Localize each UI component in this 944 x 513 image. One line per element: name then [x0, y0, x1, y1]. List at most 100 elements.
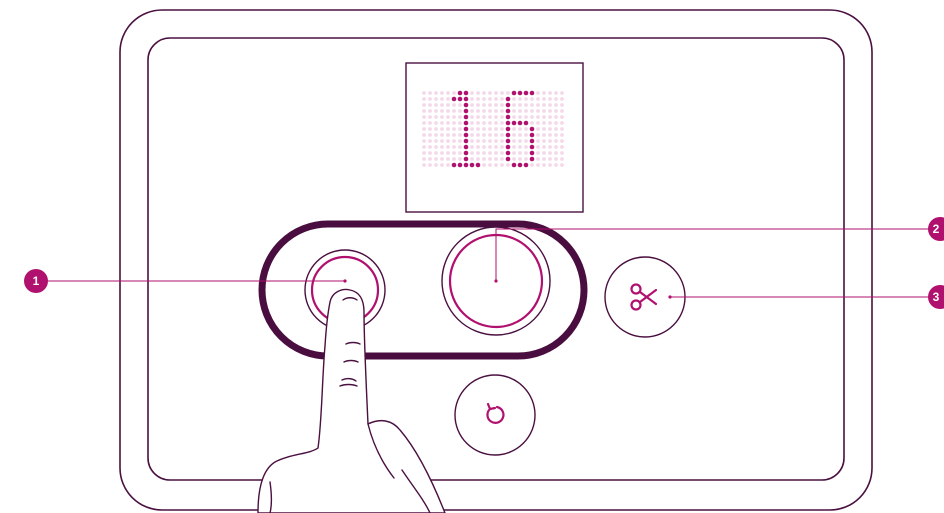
- display-dot: [428, 145, 432, 149]
- display-dot-lit: [524, 163, 529, 168]
- display-dot: [542, 133, 546, 137]
- display-dot: [440, 151, 444, 155]
- display-dot-lit: [506, 115, 511, 120]
- display-dot-lit: [530, 127, 535, 132]
- reset-button[interactable]: [455, 375, 535, 455]
- display-dot-lit: [464, 139, 469, 144]
- display-dot: [500, 97, 504, 101]
- display-dot: [500, 103, 504, 107]
- display-dot: [422, 139, 426, 143]
- display-dot: [452, 151, 456, 155]
- display-dot-lit: [512, 163, 517, 168]
- display-dot: [422, 157, 426, 161]
- display-dot: [488, 139, 492, 143]
- display-dot: [452, 109, 456, 113]
- display-dot: [500, 139, 504, 143]
- display-dot: [494, 151, 498, 155]
- display-dot: [518, 127, 522, 131]
- display-dot: [440, 109, 444, 113]
- display-dot-lit: [506, 157, 511, 162]
- display-dot: [482, 145, 486, 149]
- display-dot: [512, 97, 516, 101]
- display-dot: [488, 151, 492, 155]
- display-dot: [452, 103, 456, 107]
- display-dot: [440, 163, 444, 167]
- display-dot: [428, 97, 432, 101]
- display-dot: [428, 121, 432, 125]
- display-dot: [452, 91, 456, 95]
- display-dot: [512, 133, 516, 137]
- display-dot: [446, 115, 450, 119]
- display-dot: [560, 145, 564, 149]
- display-dot: [482, 109, 486, 113]
- display-dot: [512, 145, 516, 149]
- display-dot-lit: [464, 109, 469, 114]
- display-dot-lit: [464, 97, 469, 102]
- display-dot: [434, 163, 438, 167]
- display-dot: [458, 151, 462, 155]
- display-dot: [482, 115, 486, 119]
- display-dot-lit: [464, 127, 469, 132]
- display-dot: [548, 91, 552, 95]
- display-dot: [512, 103, 516, 107]
- display-dot-lit: [464, 145, 469, 150]
- display-dot: [524, 115, 528, 119]
- display-dot: [452, 133, 456, 137]
- display-dot: [500, 157, 504, 161]
- display-dot: [470, 145, 474, 149]
- display-dot-lit: [506, 121, 511, 126]
- display-dot: [548, 157, 552, 161]
- display-dot: [542, 157, 546, 161]
- display-dot: [512, 115, 516, 119]
- display-dot: [434, 145, 438, 149]
- display-dot: [536, 109, 540, 113]
- display-dot: [476, 157, 480, 161]
- display-dot-lit: [464, 151, 469, 156]
- display-dot: [542, 163, 546, 167]
- display-dot: [500, 121, 504, 125]
- display-dot-lit: [470, 163, 475, 168]
- display-dot: [560, 91, 564, 95]
- display-dot: [440, 139, 444, 143]
- display-dot-lit: [518, 163, 523, 168]
- display-dot: [494, 163, 498, 167]
- display-dot: [524, 103, 528, 107]
- display-dot: [476, 121, 480, 125]
- display-dot-lit: [530, 139, 535, 144]
- display-dot: [488, 127, 492, 131]
- display-dot: [476, 139, 480, 143]
- display-dot: [440, 127, 444, 131]
- display-dot-lit: [464, 133, 469, 138]
- display-dot: [500, 145, 504, 149]
- display-dot: [560, 163, 564, 167]
- display-dot-lit: [458, 163, 463, 168]
- display-dot: [452, 139, 456, 143]
- display-dot: [458, 103, 462, 107]
- callout-1: 1: [24, 269, 48, 293]
- svg-text:2: 2: [933, 222, 940, 236]
- display-dot: [428, 127, 432, 131]
- display-dot: [422, 145, 426, 149]
- display-dot: [422, 103, 426, 107]
- display-dot: [524, 139, 528, 143]
- display-dot: [452, 121, 456, 125]
- display-dot: [458, 139, 462, 143]
- display-dot: [476, 91, 480, 95]
- display-dot: [440, 145, 444, 149]
- display-dot-lit: [458, 91, 463, 96]
- display-dot: [548, 103, 552, 107]
- display-dot: [434, 151, 438, 155]
- display-dot: [530, 121, 534, 125]
- display-dot: [542, 145, 546, 149]
- display-dot: [470, 103, 474, 107]
- display-dot: [542, 127, 546, 131]
- display-dot-lit: [506, 127, 511, 132]
- display-dot-lit: [458, 97, 463, 102]
- display-dot: [476, 97, 480, 101]
- display-dot-lit: [530, 133, 535, 138]
- display-dot: [512, 109, 516, 113]
- display-dot: [512, 157, 516, 161]
- display-frame: [406, 63, 583, 212]
- display-dot: [518, 151, 522, 155]
- display-dot: [548, 151, 552, 155]
